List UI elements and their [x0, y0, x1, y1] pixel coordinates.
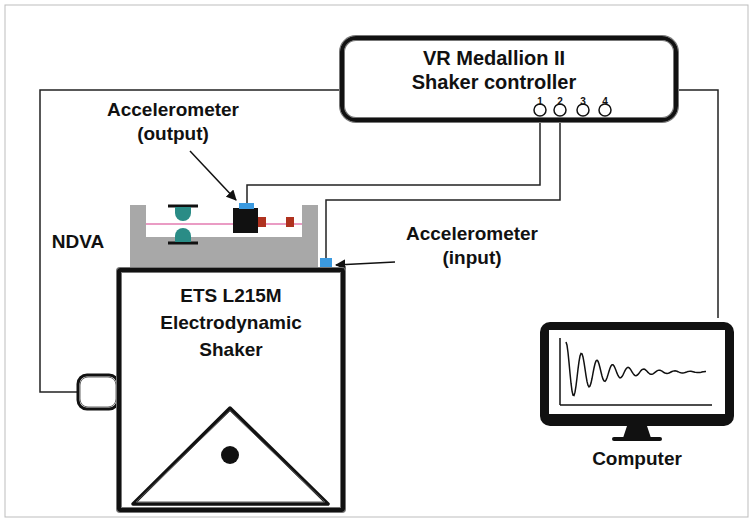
port-number: 1 [534, 96, 546, 107]
shaker-knob-sketch [80, 377, 116, 407]
node-label: Computer [535, 448, 739, 470]
magnet [175, 228, 191, 242]
signal-wire [678, 90, 718, 318]
computer: Computer [535, 318, 739, 476]
shaker-trunnion [133, 408, 328, 504]
signal-wire [247, 122, 540, 203]
callout-label: Accelerometer (output) [88, 98, 258, 146]
monitor-base [612, 437, 662, 441]
plot-axis [560, 404, 712, 406]
plot-axis [559, 338, 561, 405]
ndva-frame [130, 205, 318, 268]
tip-mass [233, 208, 258, 233]
ndva-fixture: NDVA [130, 203, 318, 268]
callout-label: Accelerometer (input) [392, 222, 552, 270]
pivot-dot [221, 446, 239, 464]
beam [146, 223, 302, 224]
signal-wire [326, 122, 560, 268]
node-label: ETS L215M Electrodynamic Shaker [145, 282, 317, 363]
monitor-bezel [540, 322, 734, 426]
monitor-stand [623, 426, 651, 438]
port-number: 3 [577, 96, 589, 107]
magnet-small [258, 217, 266, 227]
shaker-trunnion-sketch [136, 411, 325, 502]
leader-arrow [190, 151, 236, 200]
node-label: VR Medallion II Shaker controller [394, 46, 594, 94]
accelerometer-input [320, 258, 332, 268]
port-number: 4 [599, 96, 611, 107]
frame [5, 5, 748, 517]
decay-signal [566, 342, 706, 396]
controller-box: VR Medallion II Shaker controller [340, 36, 678, 122]
node-label: NDVA [38, 231, 118, 253]
leader-arrow [336, 262, 395, 265]
port-number: 2 [554, 96, 566, 107]
monitor-screen [549, 330, 725, 414]
accelerometer-output [239, 203, 254, 209]
magnet [175, 207, 191, 221]
magnet-small [286, 217, 294, 227]
shaker-knob [78, 375, 118, 409]
shaker-box: ETS L215M Electrodynamic Shaker [117, 268, 345, 512]
